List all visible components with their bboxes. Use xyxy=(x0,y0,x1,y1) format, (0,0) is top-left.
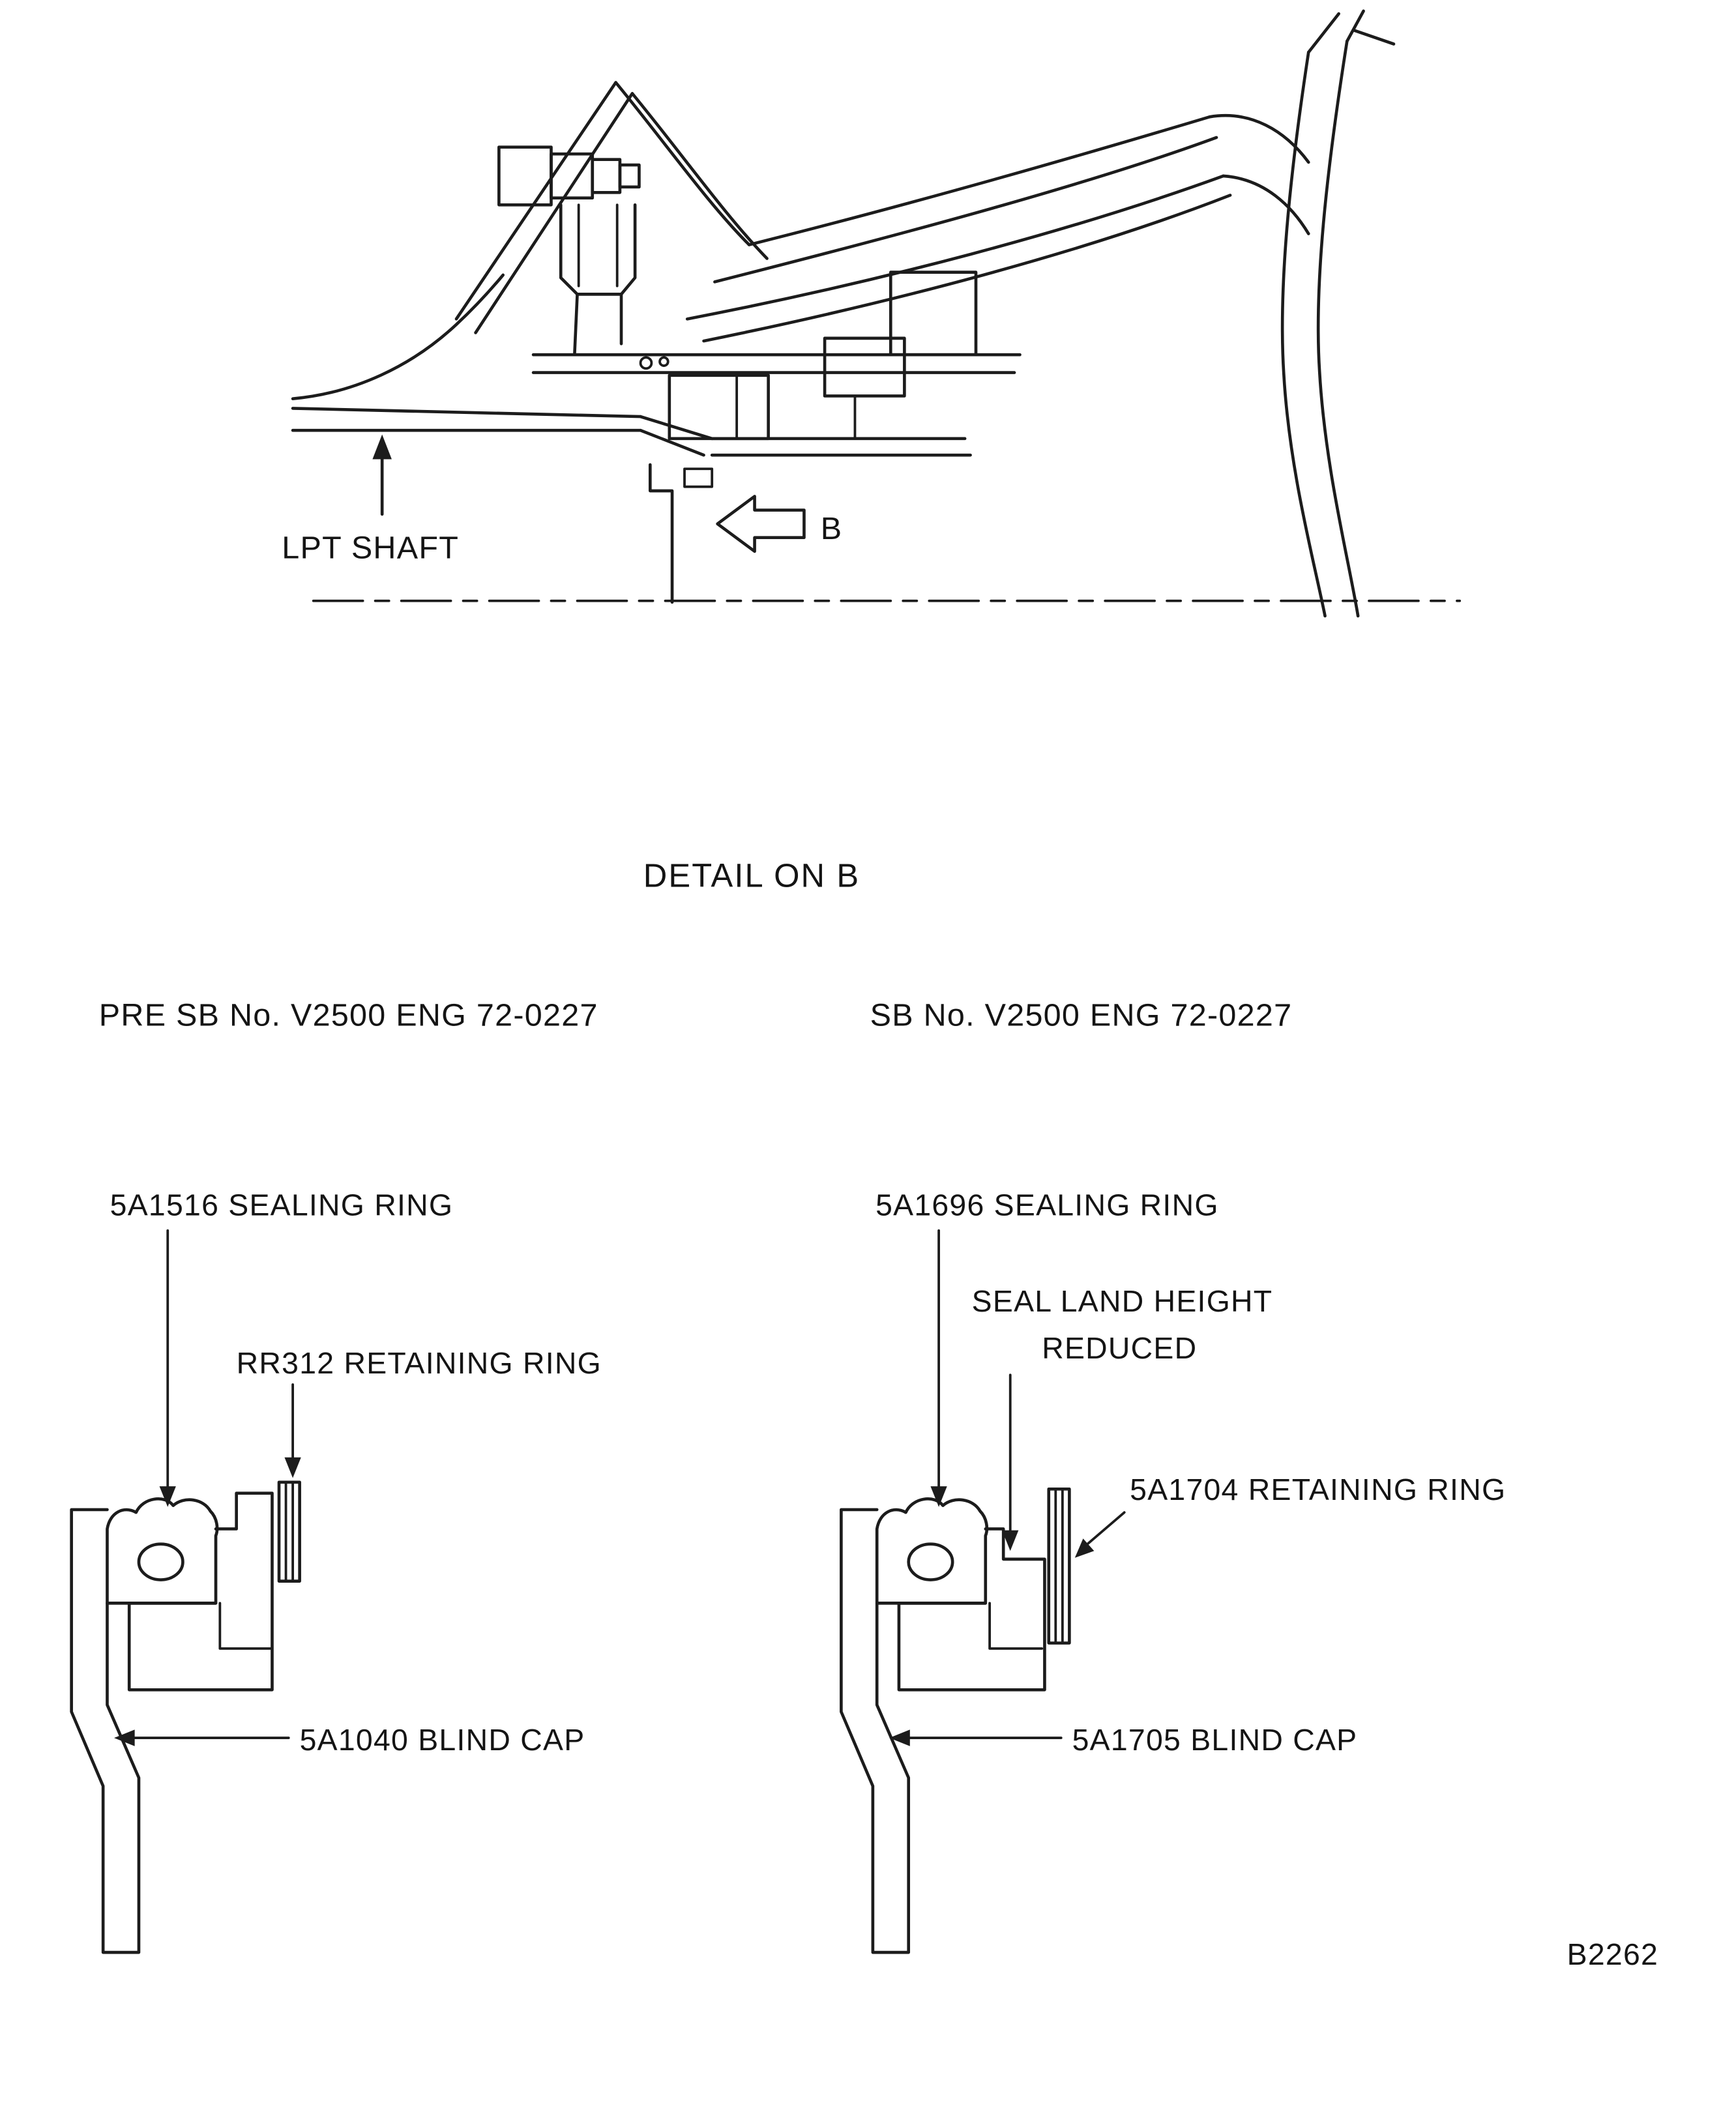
post-retaining-ring-section xyxy=(1047,1487,1071,1645)
pre-sb-part-drawing xyxy=(70,1480,301,1954)
frame-outer xyxy=(1280,50,1327,618)
figure-code: B2262 xyxy=(1567,1937,1658,1971)
seal-land-height-label-line1: SEAL LAND HEIGHT xyxy=(972,1284,1273,1318)
lpt-shaft-callout: LPT SHAFT xyxy=(282,434,459,565)
cowl-left-line xyxy=(291,273,505,401)
post-cap-wall-and-leg xyxy=(840,1508,911,1954)
pre-blind-cap-arrowhead-icon xyxy=(114,1729,135,1746)
pre-sb-column: PRE SB No. V2500 ENG 72-0227 5A1516 SEAL… xyxy=(70,997,602,1954)
pre-sb-blind-cap-label: 5A1040 BLIND CAP xyxy=(300,1723,585,1757)
pre-cap-wall-and-leg xyxy=(70,1508,141,1954)
engine-cross-section xyxy=(291,9,1462,618)
strut-line-a xyxy=(454,81,617,321)
pre-retaining-arrowhead-icon xyxy=(284,1457,301,1478)
duct-frame-a xyxy=(1208,113,1310,164)
pre-step-inner xyxy=(218,1602,274,1650)
pre-sealing-ring-housing xyxy=(106,1497,219,1605)
post-sb-part-drawing xyxy=(840,1487,1071,1954)
post-retaining-leader xyxy=(1084,1511,1126,1547)
post-sb-column: SB No. V2500 ENG 72-0227 5A1696 SEALING … xyxy=(840,997,1506,1954)
bolt-head-1 xyxy=(497,145,553,207)
post-sb-title: SB No. V2500 ENG 72-0227 xyxy=(870,997,1293,1033)
post-blind-cap-arrowhead-icon xyxy=(889,1729,910,1746)
frame-fork-c xyxy=(1352,29,1396,46)
bolt-dot-2 xyxy=(658,356,669,367)
lpt-arrowhead-icon xyxy=(372,434,392,460)
strut-duct-b xyxy=(630,92,769,260)
bolt-head-3 xyxy=(591,158,622,194)
post-sealing-ring-section xyxy=(907,1542,954,1581)
bolt-dot-1 xyxy=(639,356,653,370)
pre-retaining-ring-hatch xyxy=(284,1480,295,1583)
detail-b-callout: B xyxy=(716,495,843,553)
duct-top-b xyxy=(713,136,1218,284)
strut-duct-a xyxy=(614,81,751,246)
post-retaining-arrowhead-icon xyxy=(1074,1538,1095,1558)
hook-clip xyxy=(683,467,714,488)
frame-fork-a xyxy=(1306,12,1340,54)
pre-web-and-step xyxy=(127,1491,274,1692)
lpt-shaft-label: LPT SHAFT xyxy=(282,530,459,565)
mid-box-3 xyxy=(889,271,978,357)
bolt-head-4 xyxy=(618,163,641,189)
seal-land-arrowhead-icon xyxy=(1002,1530,1019,1551)
post-sb-retaining-ring-label: 5A1704 RETAINING RING xyxy=(1130,1473,1506,1506)
pre-sb-title: PRE SB No. V2500 ENG 72-0227 xyxy=(99,997,598,1033)
duct-mid-b xyxy=(702,194,1232,343)
strut-line-b xyxy=(474,92,634,334)
post-retaining-ring-hatch xyxy=(1054,1488,1064,1645)
b-block-arrow-icon xyxy=(716,495,806,553)
shaft-line-a xyxy=(291,407,642,418)
post-step-inner xyxy=(988,1602,1044,1650)
duct-top-a xyxy=(747,115,1211,246)
mid-box-2 xyxy=(823,336,906,398)
pre-sealing-arrowhead-icon xyxy=(159,1486,176,1507)
clevis-outline xyxy=(559,203,637,296)
b-label: B xyxy=(821,511,843,546)
post-web-reduced-land xyxy=(897,1527,1046,1692)
shaft-join-a xyxy=(639,415,714,441)
duct-mid-a xyxy=(685,174,1225,321)
post-sb-sealing-ring-label: 5A1696 SEALING RING xyxy=(875,1188,1219,1222)
frame-inner xyxy=(1316,39,1360,618)
pre-retaining-ring-section xyxy=(277,1480,301,1583)
clevis-leg-a xyxy=(573,293,579,357)
frame-fork-b xyxy=(1345,9,1365,43)
shaft-join-b xyxy=(639,428,705,457)
seal-land-height-label-line2: REDUCED xyxy=(1042,1331,1197,1365)
post-sb-blind-cap-label: 5A1705 BLIND CAP xyxy=(1072,1723,1358,1757)
post-sealing-arrowhead-icon xyxy=(930,1486,947,1507)
bolt-head-2 xyxy=(550,152,595,200)
post-sealing-ring-housing xyxy=(875,1497,989,1605)
pre-sb-sealing-ring-label: 5A1516 SEALING RING xyxy=(110,1188,454,1222)
duct-frame-b xyxy=(1222,174,1310,235)
pre-sealing-ring-section xyxy=(137,1542,184,1581)
detail-title: DETAIL ON B xyxy=(643,857,860,894)
pre-sb-retaining-ring-label: RR312 RETAINING RING xyxy=(237,1346,602,1380)
hook-bracket xyxy=(648,463,674,604)
